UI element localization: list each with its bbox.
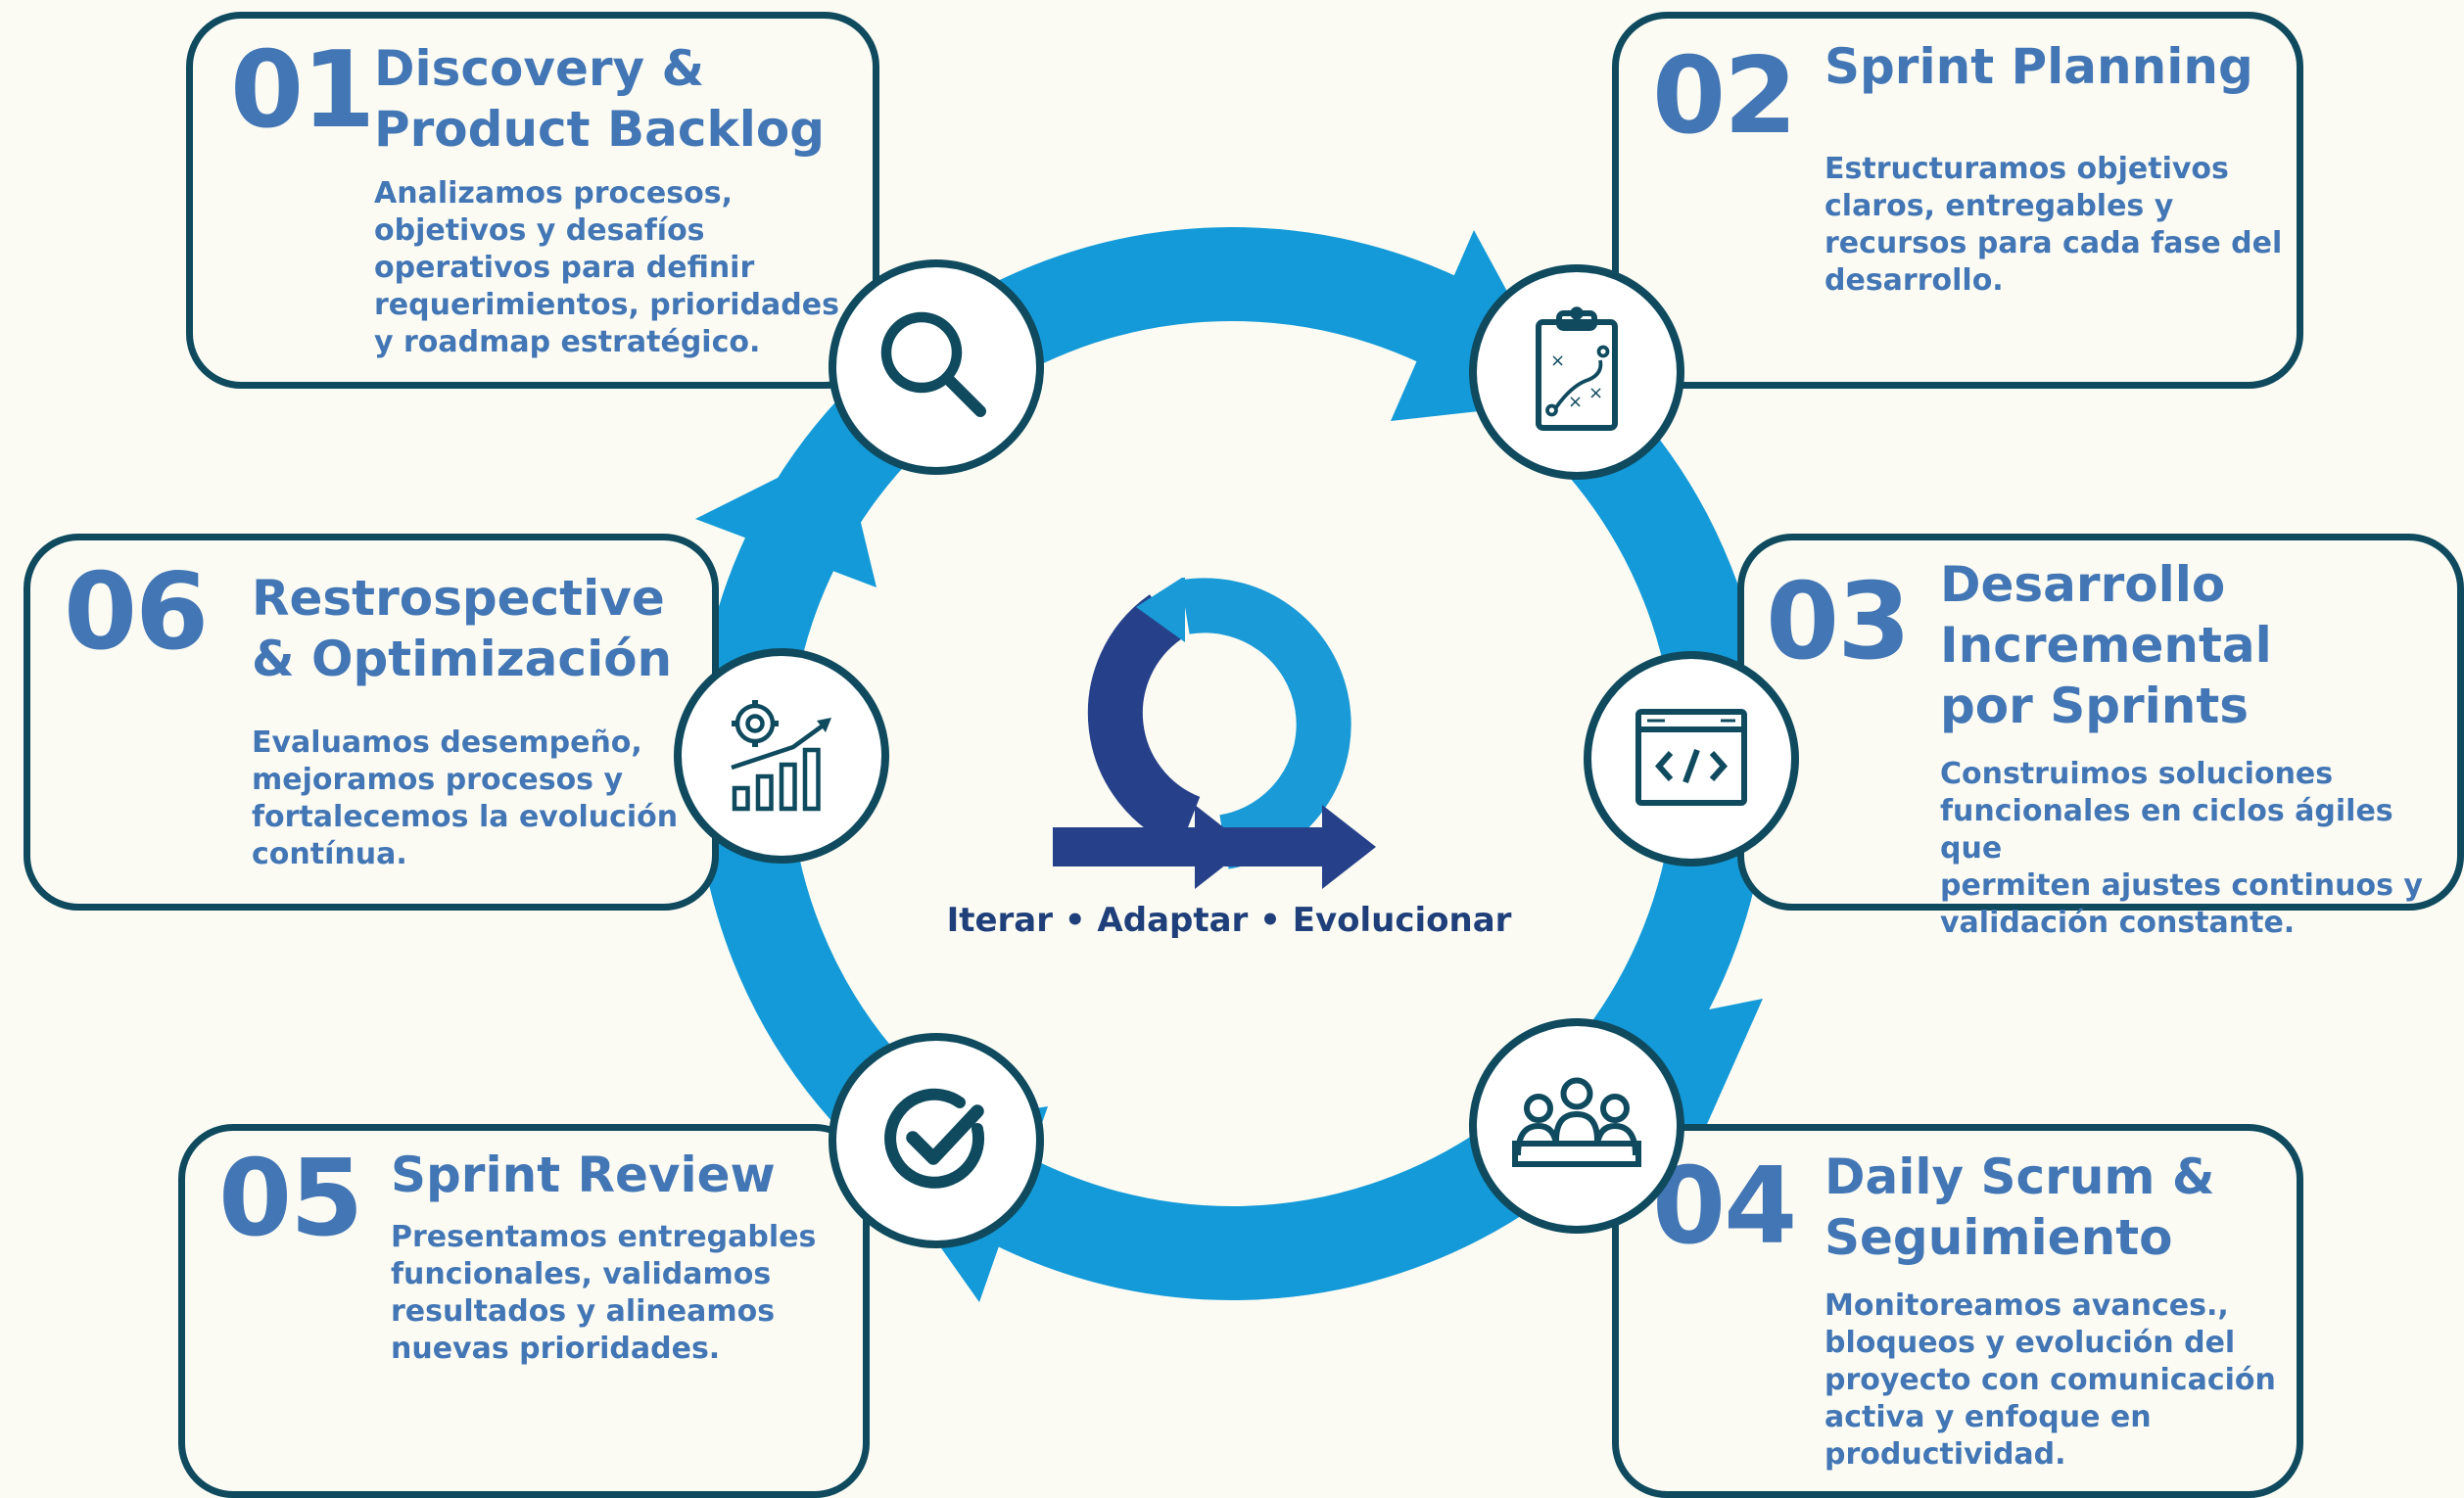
step-number: 04 — [1652, 1146, 1797, 1268]
svg-text:×: × — [1568, 392, 1583, 412]
step-description: Analizamos procesos, objetivos y desafío… — [374, 176, 839, 359]
checkmark-circle-icon — [884, 1088, 985, 1189]
step-card-06: 06 Restrospective & Optimización Evaluam… — [24, 534, 719, 911]
step-description: Monitoreamos avances., bloqueos y evoluc… — [1824, 1288, 2276, 1472]
clipboard-strategy-icon: × × × — [1536, 306, 1618, 431]
step-03-icon-circle — [1584, 651, 1799, 866]
step-04-icon-circle — [1469, 1018, 1684, 1234]
step-title: Desarrollo Incremental por Sprints — [1940, 556, 2272, 734]
step-description: Construimos soluciones funcionales en ci… — [1940, 757, 2423, 940]
tagline: Iterar • Adaptar • Evolucionar — [946, 901, 1512, 940]
team-meeting-icon — [1512, 1077, 1641, 1167]
step-05-icon-circle — [829, 1033, 1044, 1248]
step-number: 01 — [230, 29, 375, 152]
step-number: 02 — [1652, 35, 1797, 158]
step-title: Sprint Planning — [1824, 38, 2253, 95]
step-01-icon-circle — [829, 259, 1044, 475]
step-title: Restrospective & Optimización — [252, 570, 673, 687]
step-card-04: 04 Daily Scrum & Seguimiento Monitoreamo… — [1612, 1124, 2303, 1498]
svg-text:×: × — [1550, 351, 1565, 371]
step-number: 05 — [218, 1138, 363, 1260]
magnifier-icon — [880, 311, 986, 417]
step-number: 06 — [64, 551, 209, 674]
step-description: Presentamos entregables funcionales, val… — [391, 1220, 817, 1366]
svg-text:×: × — [1588, 383, 1603, 403]
step-title: Discovery & Product Backlog — [374, 40, 826, 158]
step-02-icon-circle: × × × — [1469, 264, 1684, 480]
step-06-icon-circle — [674, 648, 889, 864]
step-card-02: 02 Sprint Planning Estructuramos objetiv… — [1612, 12, 2303, 389]
code-window-icon — [1635, 709, 1747, 806]
step-description: Estructuramos objetivos claros, entregab… — [1824, 152, 2283, 298]
step-card-05: 05 Sprint Review Presentamos entregables… — [178, 1124, 870, 1498]
step-card-01: 01 Discovery & Product Backlog Analizamo… — [186, 12, 879, 389]
iteration-cycle-icon — [1053, 578, 1376, 889]
step-description: Evaluamos desempeño, mejoramos procesos … — [252, 726, 679, 871]
ring-arrowhead-left — [695, 445, 877, 587]
step-title: Daily Scrum & Seguimiento — [1824, 1148, 2215, 1266]
growth-chart-gear-icon — [731, 700, 831, 812]
step-title: Sprint Review — [391, 1147, 776, 1203]
step-number: 03 — [1766, 561, 1911, 683]
step-card-03: 03 Desarrollo Incremental por Sprints Co… — [1737, 534, 2464, 940]
